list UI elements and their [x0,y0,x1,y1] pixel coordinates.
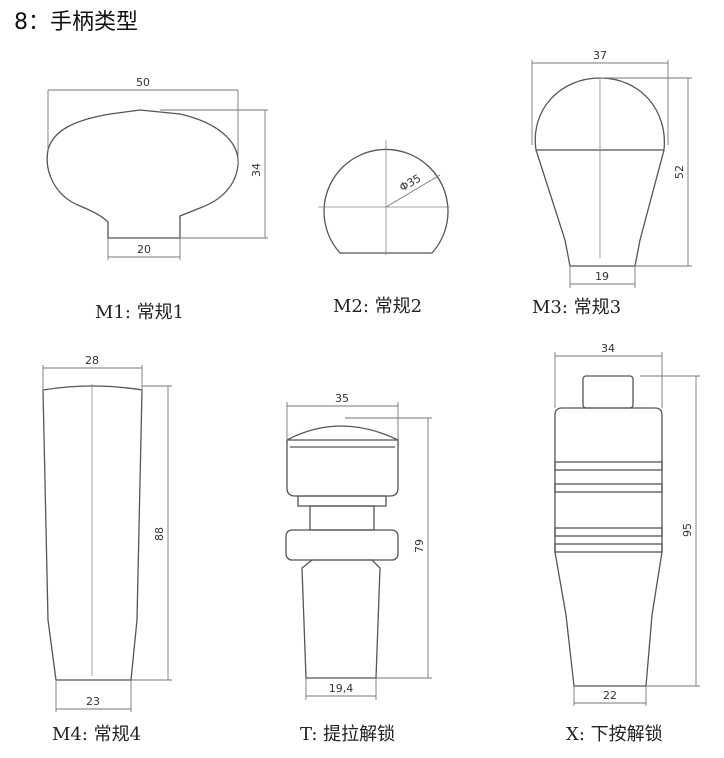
x-body [554,407,663,687]
t-shaft-label: 19,4 [329,682,354,695]
m4-height-label: 88 [153,527,166,541]
m4-caption: M4: 常规4 [52,724,141,745]
handle-x: 34 95 22 X: 下按解锁 [554,342,700,745]
section-heading: 8：手柄类型 [14,10,138,35]
m3-base-label: 19 [595,270,609,283]
m4-base-label: 23 [86,695,100,708]
m3-width-label: 37 [593,49,607,62]
m2-diameter-label: Φ35 [397,172,423,195]
x-height-label: 95 [681,523,694,537]
x-width-label: 34 [601,342,615,355]
x-ring-4 [554,543,663,553]
handle-m3: 37 52 19 M3: 常规3 [531,49,692,318]
t-cap-outline [286,425,399,497]
t-neck [309,505,375,531]
x-base-label: 22 [603,689,617,702]
m4-width-label: 28 [85,354,99,367]
m1-caption: M1: 常规1 [95,302,184,323]
t-caption: T: 提拉解锁 [300,724,395,745]
m1-neck-label: 20 [137,243,151,256]
handle-m2: Φ35 M2: 常规2 [318,140,450,317]
x-button [582,375,634,409]
handle-m4: 28 88 23 M4: 常规4 [42,354,172,745]
m4-outline [42,385,143,681]
t-flange [285,529,399,561]
x-ring-2 [554,483,663,493]
m2-caption: M2: 常规2 [333,296,422,317]
m3-caption: M3: 常规3 [532,297,621,318]
x-ring-1 [554,461,663,471]
m3-height-label: 52 [673,165,686,179]
t-width-label: 35 [335,392,349,405]
m1-outline [46,109,239,239]
m1-height-label: 34 [250,163,263,177]
m1-width-label: 50 [136,76,150,89]
t-collar-1 [297,495,387,507]
t-shaft [301,559,381,679]
handle-m1: 50 34 20 M1: 常规1 [46,76,268,323]
m2-radius-leader [385,174,441,208]
x-caption: X: 下按解锁 [566,724,663,745]
x-ring-3 [554,527,663,537]
t-height-label: 79 [413,539,426,553]
m2-outline [323,148,449,254]
handle-t: 35 79 19,4 T: 提拉解锁 [285,392,432,745]
